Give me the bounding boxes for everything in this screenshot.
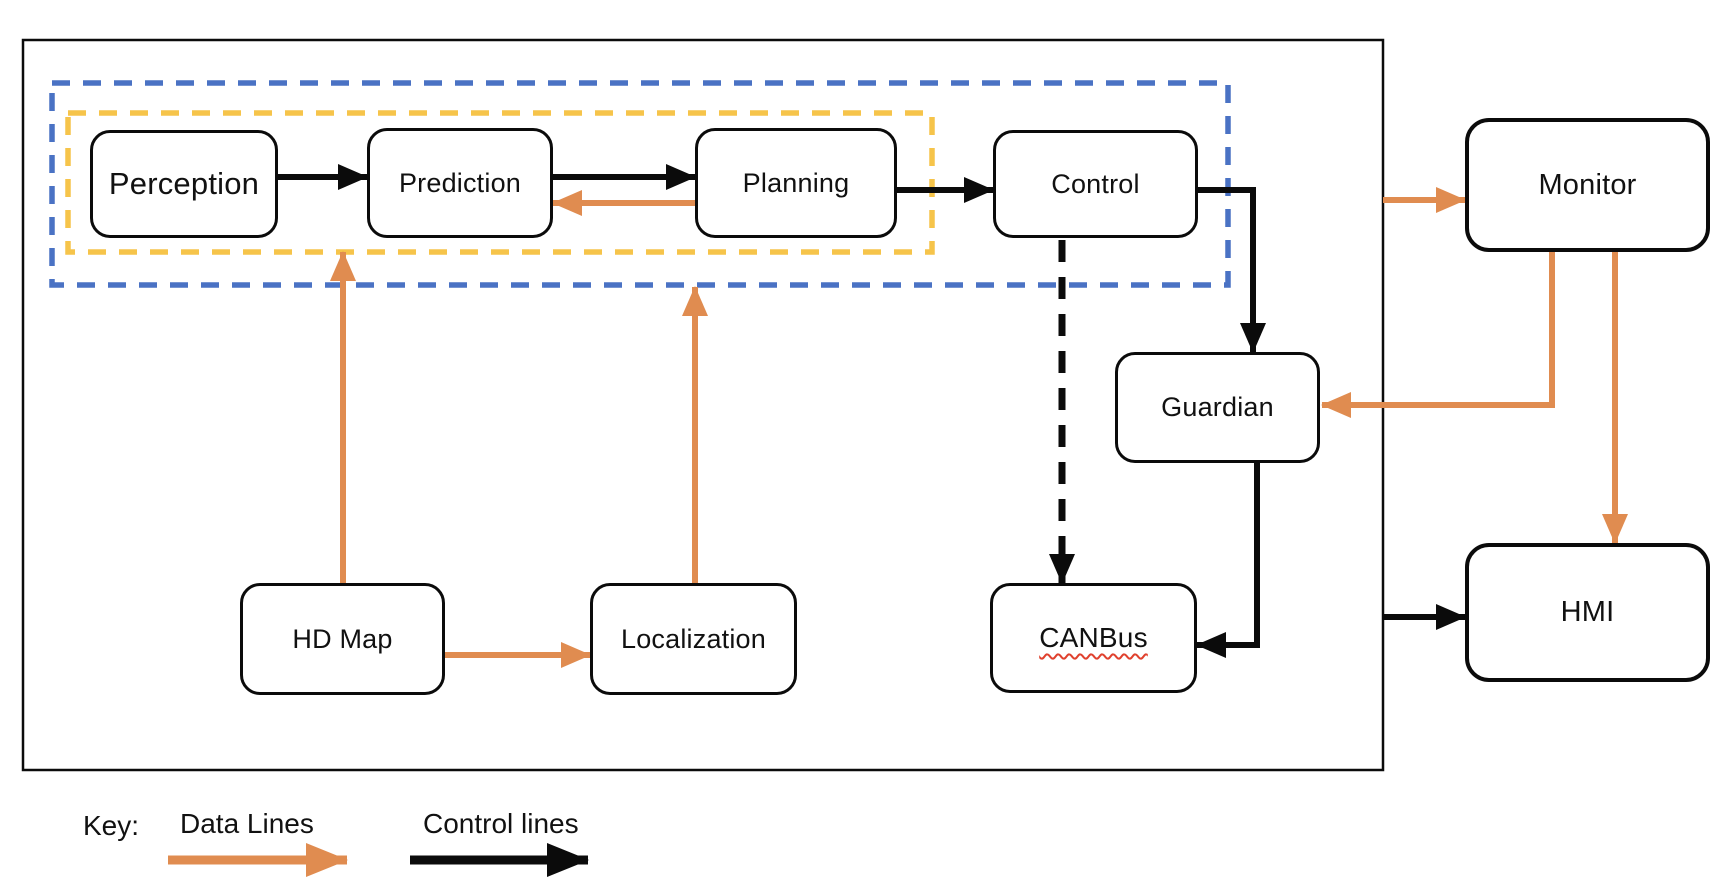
module-control: Control	[993, 130, 1198, 238]
arrow-control-to-guardian	[1198, 187, 1266, 353]
module-localization-label: Localization	[621, 623, 766, 654]
legend-control-lines-label: Control lines	[423, 808, 579, 839]
module-canbus-label: CANBus	[1039, 622, 1148, 653]
module-guardian-label: Guardian	[1161, 392, 1274, 422]
module-prediction-label: Prediction	[398, 167, 522, 198]
module-hd-map: HD Map	[240, 583, 445, 695]
module-canbus: CANBus	[990, 583, 1197, 693]
module-hd-map-label: HD Map	[292, 623, 393, 654]
module-guardian: Guardian	[1115, 352, 1320, 463]
legend-data-lines-label: Data Lines	[180, 808, 314, 839]
blue-dashed-group	[49, 80, 1231, 288]
arrow-monitor-to-guardian	[1321, 252, 1555, 418]
module-planning: Planning	[695, 128, 897, 238]
module-perception: Perception	[90, 130, 278, 238]
module-hmi: HMI	[1465, 543, 1710, 682]
module-control-label: Control	[1051, 168, 1140, 199]
module-planning-label: Planning	[742, 167, 850, 198]
module-monitor: Monitor	[1465, 118, 1710, 252]
legend-key-label: Key:	[83, 810, 140, 841]
module-perception-label: Perception	[108, 166, 260, 201]
module-monitor-label: Monitor	[1538, 168, 1637, 201]
yellow-dashed-group	[65, 110, 935, 255]
module-localization: Localization	[590, 583, 797, 695]
module-prediction: Prediction	[367, 128, 553, 238]
arrow-guardian-to-canbus	[1196, 463, 1260, 658]
module-hmi-label: HMI	[1560, 596, 1615, 628]
